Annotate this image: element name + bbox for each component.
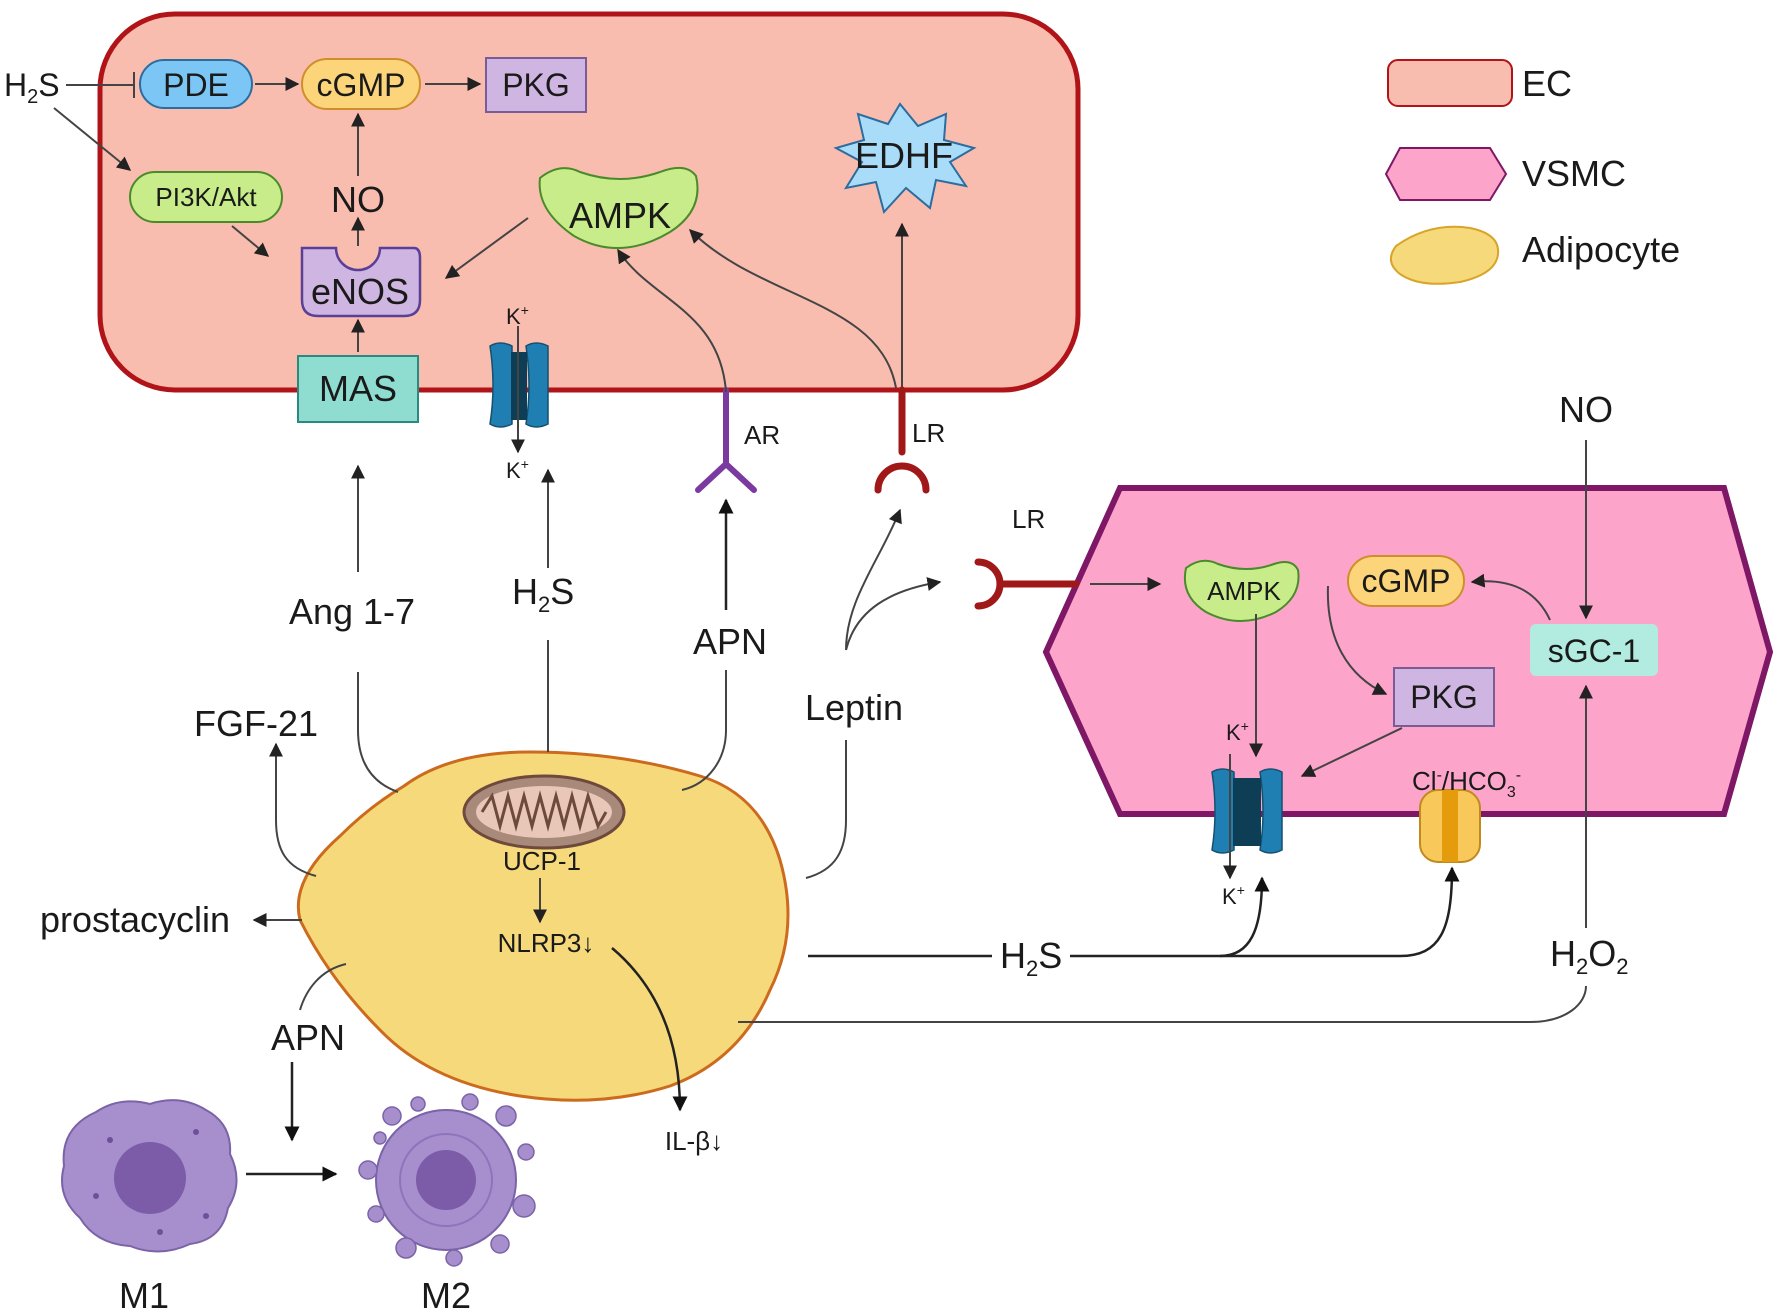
vsmc-pkg-node <box>1393 667 1495 727</box>
m1-macrophage-icon <box>61 1099 238 1253</box>
leptin-label: Leptin <box>805 687 903 728</box>
ampk-to-pkg-curve <box>1326 585 1388 695</box>
h2s-right-label: H2S <box>1000 935 1062 981</box>
lr-ec-receptor <box>874 386 930 494</box>
ec-ampk-node <box>538 166 699 250</box>
sgc-to-cgmp-curve <box>1470 573 1551 621</box>
lr-to-ampk-curve <box>689 229 897 389</box>
ec-pkg-node <box>485 57 587 113</box>
ec-no-label: NO <box>331 179 385 220</box>
lr-vsmc-receptor <box>974 558 1080 610</box>
lr-vsmc-label: LR <box>1012 504 1045 534</box>
adipocyte-to-apn-down-line <box>299 963 347 1011</box>
ucp1-label: UCP-1 <box>503 846 581 876</box>
m2-macrophage-icon <box>358 1093 536 1267</box>
h2s-to-cl-curve <box>1220 866 1460 958</box>
adipocyte-cell <box>296 750 790 1102</box>
ang-label: Ang 1-7 <box>289 591 415 632</box>
fgf21-label: FGF-21 <box>194 703 318 744</box>
ec-pkg-label: PKG <box>502 67 570 103</box>
pde-node <box>139 59 253 109</box>
h2o2-label: H2O2 <box>1550 933 1629 979</box>
vsmc-ampk-label: AMPK <box>1207 576 1281 606</box>
vsmc-no-label: NO <box>1559 389 1613 430</box>
ar-label: AR <box>744 420 780 450</box>
enos-node <box>300 246 422 318</box>
mitochondrion-icon <box>462 774 626 850</box>
enos-label: eNOS <box>311 271 409 312</box>
m1-label: M1 <box>119 1275 169 1314</box>
h2s-left-label: H2S <box>4 67 60 108</box>
pi3k-to-enos-arrow <box>231 225 270 257</box>
apn-up-label: APN <box>693 621 767 662</box>
edhf-label: EDHF <box>855 135 953 176</box>
vsmc-cgmp-label: cGMP <box>1362 563 1451 599</box>
sgc-label: sGC-1 <box>1548 633 1640 669</box>
ec-k-top-label: K+ <box>506 302 529 329</box>
legend-vsmc-label: VSMC <box>1522 153 1626 194</box>
ar-to-ampk-curve <box>617 248 727 393</box>
ec-cgmp-node <box>301 58 421 110</box>
legend-vsmc-swatch <box>1384 147 1508 201</box>
adipocyte-to-fgf21-arrow <box>269 742 317 877</box>
sgc-node <box>1530 624 1658 676</box>
cl-hco3-label: Cl-/HCO3- <box>1412 766 1521 801</box>
pkg-to-k-channel-arrow <box>1300 727 1403 777</box>
prostacyclin-label: prostacyclin <box>40 899 230 940</box>
pi3k-label: PI3K/Akt <box>155 182 257 212</box>
h2s-to-pi3k-arrow <box>53 107 132 171</box>
legend-adipocyte-swatch <box>1389 225 1500 285</box>
adipocyte-to-ang-line <box>357 672 399 793</box>
adipocyte-to-h2o2-curve <box>738 985 1587 1023</box>
pi3k-node <box>129 171 283 223</box>
h2s-mid-label: H2S <box>512 571 574 617</box>
nlrp3-to-il-curve <box>611 947 688 1112</box>
legend-ec-label: EC <box>1522 63 1572 104</box>
vsmc-cgmp-node <box>1347 555 1465 607</box>
nlrp3-label: NLRP3↓ <box>498 928 595 958</box>
mas-node <box>297 355 419 423</box>
edhf-node <box>833 102 977 215</box>
adipocyte-to-apn-line <box>681 670 727 791</box>
leptin-to-lr-ec-curve <box>845 508 902 651</box>
il-label: IL-β↓ <box>665 1126 723 1156</box>
vsmc-ampk-node <box>1184 559 1300 622</box>
ec-cgmp-label: cGMP <box>317 67 406 103</box>
vsmc-pkg-label: PKG <box>1410 679 1478 715</box>
vsmc-k-top-label: K+ <box>1226 718 1249 745</box>
ec-k-channel <box>489 342 549 428</box>
ar-receptor <box>695 387 757 493</box>
vsmc-k-bottom-label: K+ <box>1222 882 1245 909</box>
vsmc-cell <box>1042 485 1774 817</box>
lr-ec-label: LR <box>912 418 945 448</box>
adipocyte-to-leptin-line <box>805 740 847 879</box>
ec-ampk-label: AMPK <box>569 195 671 236</box>
m2-label: M2 <box>421 1275 471 1314</box>
leptin-to-lr-vsmc-curve <box>845 577 942 651</box>
ampk-to-enos-arrow <box>444 217 529 279</box>
legend-ec-swatch <box>1387 59 1513 107</box>
mas-label: MAS <box>319 368 397 409</box>
legend-adipocyte-label: Adipocyte <box>1522 229 1680 270</box>
vsmc-k-channel <box>1211 768 1283 854</box>
ec-k-bottom-label: K+ <box>506 456 529 483</box>
cl-hco3-channel <box>1419 789 1481 863</box>
apn-down-label: APN <box>271 1017 345 1058</box>
pde-label: PDE <box>163 67 229 103</box>
